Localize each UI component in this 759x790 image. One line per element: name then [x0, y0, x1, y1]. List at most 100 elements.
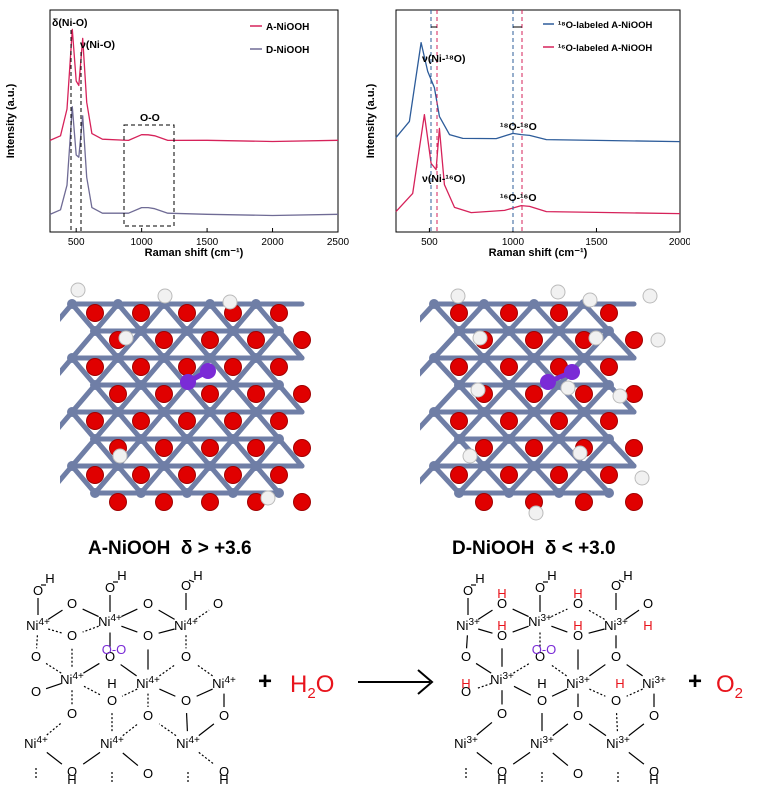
ni-atom	[159, 353, 169, 363]
h-atom	[650, 332, 666, 348]
h-label: H	[537, 676, 546, 691]
atom-label: O	[573, 596, 583, 611]
ni-label: Ni3+	[604, 617, 628, 633]
o-atom	[500, 304, 518, 322]
x-tick-label: 1000	[502, 237, 525, 248]
ni-atom	[554, 326, 564, 336]
ni-atom	[113, 353, 123, 363]
o-atom	[293, 439, 311, 457]
o2-product: O2	[716, 671, 743, 702]
o-atom	[550, 412, 568, 430]
delta-ni-o-label: δ(Ni-O)	[52, 17, 88, 29]
ni-atom	[604, 488, 614, 498]
h-atom	[528, 505, 544, 521]
ni-label: Ni4+	[176, 735, 200, 751]
o-atom	[293, 385, 311, 403]
scheme-bond	[615, 713, 618, 732]
atom-label: O	[573, 708, 583, 723]
atom-label: O	[181, 649, 191, 664]
ni-atom	[67, 461, 77, 471]
atom-label: O	[573, 766, 583, 781]
atom-label: O	[107, 693, 117, 708]
atom-label: O	[105, 649, 115, 664]
proton-h-label: H	[643, 618, 652, 633]
atom-label: O	[535, 580, 545, 595]
scheme-bond	[159, 688, 176, 697]
scheme-bond	[121, 625, 138, 633]
peroxo-o-atom	[540, 374, 556, 390]
h-atom	[112, 448, 128, 464]
scheme-bond	[477, 609, 493, 620]
o-atom	[178, 358, 196, 376]
ni-atom	[205, 299, 215, 309]
x-tick-label: 2500	[327, 237, 350, 248]
o-atom	[600, 412, 618, 430]
series-lines	[395, 41, 681, 215]
o-atom	[500, 412, 518, 430]
y-axis-label: Intensity (a.u.)	[365, 83, 377, 158]
ni-atom	[205, 407, 215, 417]
ni-atom	[504, 326, 514, 336]
scheme-bond	[551, 625, 568, 633]
ni-atom	[136, 488, 146, 498]
scheme-bond	[512, 625, 529, 633]
x-tick-label: 2000	[669, 237, 690, 248]
series-line-2	[49, 106, 339, 217]
o-atom	[625, 385, 643, 403]
scheme-bond	[83, 662, 100, 674]
scheme-bond	[120, 664, 137, 677]
atom-label: O	[649, 764, 659, 779]
ni-atom	[228, 326, 238, 336]
h-atom	[588, 330, 604, 346]
ni-atom	[579, 461, 589, 471]
ni-atom	[182, 326, 192, 336]
atom-label: O	[611, 578, 621, 593]
proton-h-label: H	[573, 586, 582, 601]
o-atom	[247, 439, 265, 457]
proton-h-label: H	[615, 676, 624, 691]
atom-label: O	[535, 649, 545, 664]
o-atom	[575, 385, 593, 403]
h-atom	[157, 288, 173, 304]
ni-atom	[274, 434, 284, 444]
scheme-bond	[550, 664, 567, 677]
h-atom	[472, 330, 488, 346]
ni-atom	[251, 299, 261, 309]
peroxo-o-atom	[180, 374, 196, 390]
h-atom	[582, 292, 598, 308]
scheme-bond	[588, 628, 605, 634]
ni-label: Ni4+	[98, 613, 122, 629]
atom-label: O	[463, 583, 473, 598]
atom-label: H	[45, 571, 54, 586]
scheme-bond	[82, 751, 101, 765]
o-atom	[224, 466, 242, 484]
h-label: H	[107, 676, 116, 691]
ni-atom	[251, 353, 261, 363]
h-atom	[642, 288, 658, 304]
scheme-bond	[551, 608, 568, 618]
scheme-bond	[122, 723, 139, 737]
o-atom	[132, 412, 150, 430]
ni-atom	[159, 461, 169, 471]
scheme-bond	[552, 752, 569, 767]
ni-label: Ni3+	[454, 735, 478, 751]
scheme-bond	[122, 752, 139, 767]
x-tick-label: 1000	[131, 237, 154, 248]
ni-label: Ni4+	[24, 735, 48, 751]
o-atom	[625, 331, 643, 349]
x-axis-label: Raman shift (cm⁻¹)	[489, 247, 588, 259]
h-atom	[560, 380, 576, 396]
scheme-bond	[476, 721, 493, 736]
ni-label: Ni3+	[528, 613, 552, 629]
atom-label: O	[213, 596, 223, 611]
o-atom	[550, 466, 568, 484]
legend-label-16: ¹⁶O-labeled A-NiOOH	[558, 43, 652, 54]
scheme-bond	[82, 608, 99, 618]
atom-label: H	[547, 568, 556, 583]
oo-16-label: ¹⁶O-¹⁶O	[500, 192, 537, 204]
scheme-bond	[513, 685, 532, 696]
